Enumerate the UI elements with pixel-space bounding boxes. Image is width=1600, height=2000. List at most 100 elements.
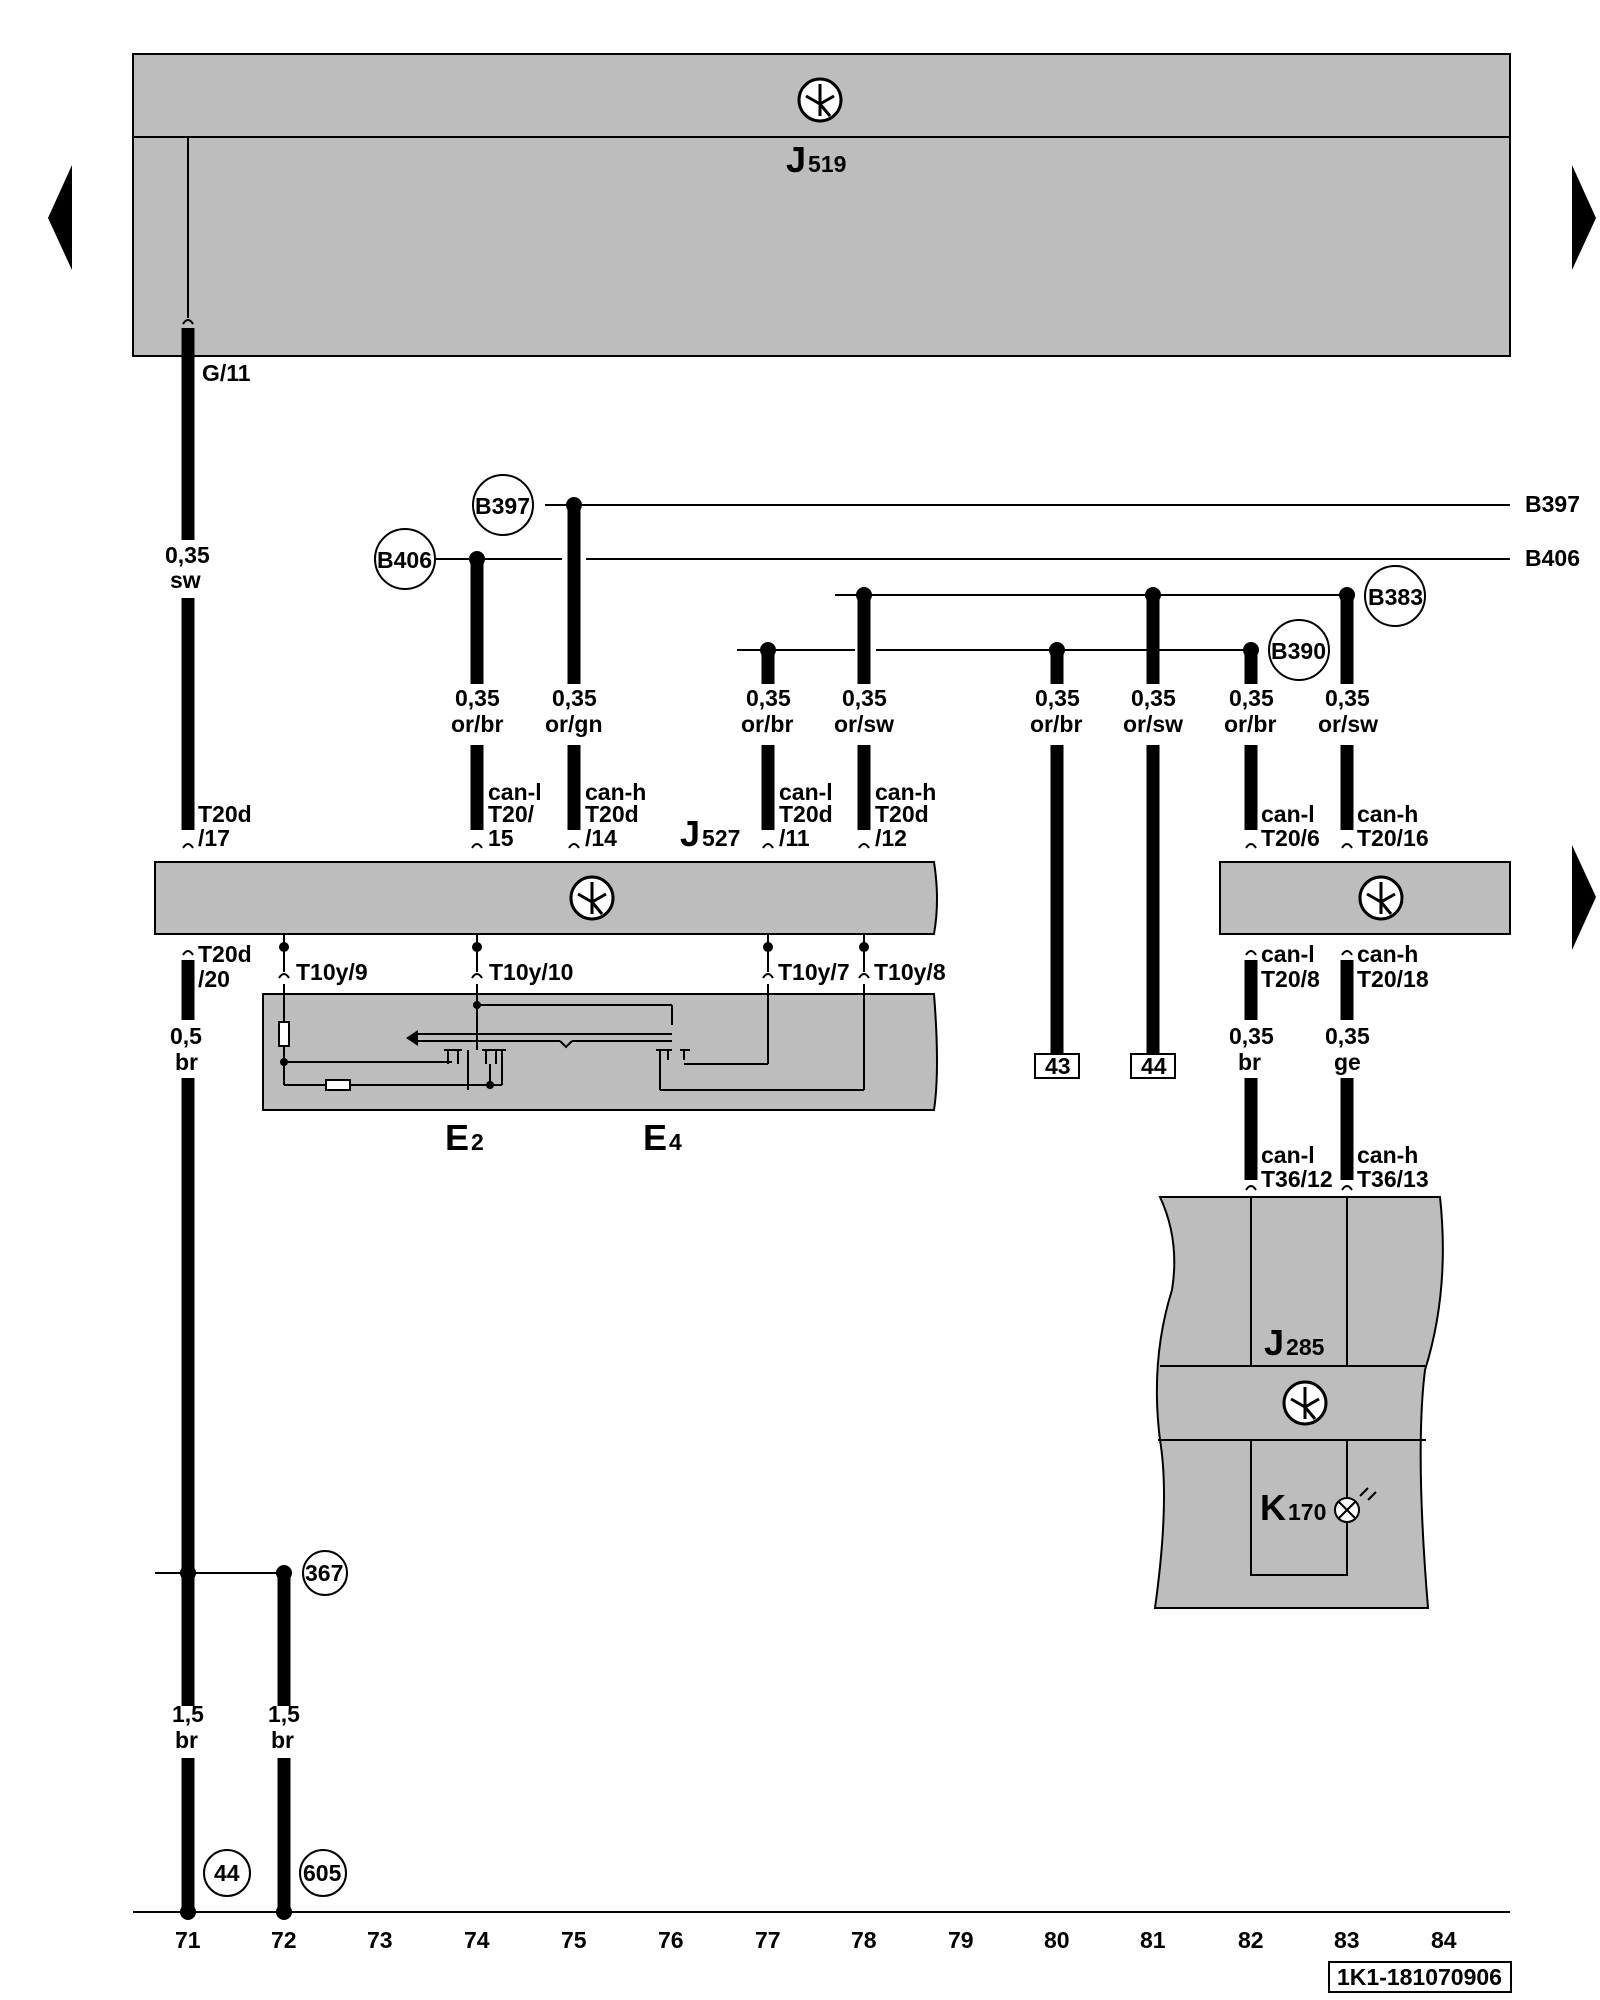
column-80: 80 bbox=[1044, 1927, 1070, 1953]
wire-83-color: or/sw bbox=[1318, 711, 1378, 737]
column-84: 84 bbox=[1431, 1927, 1457, 1953]
ref-367-circle[interactable] bbox=[302, 1550, 348, 1596]
j527-control-unit bbox=[154, 861, 938, 935]
column-numbers: 71 72 73 74 75 76 77 78 79 80 81 82 83 8… bbox=[175, 1927, 1457, 1953]
column-77: 77 bbox=[755, 1927, 781, 1953]
wire-83b-color: ge bbox=[1334, 1049, 1361, 1075]
wire-82-color: or/br bbox=[1224, 711, 1276, 737]
wire-71-color: sw bbox=[170, 567, 201, 593]
ref-605-label: 605 bbox=[303, 1860, 342, 1886]
wire-80-size: 0,35 bbox=[1035, 685, 1080, 711]
column-83: 83 bbox=[1334, 1927, 1360, 1953]
e2-label: E2 bbox=[445, 1117, 484, 1158]
pin-t20d11-conn: T20d bbox=[779, 801, 833, 827]
column-74: 74 bbox=[464, 1927, 490, 1953]
pin-t10y7: T10y/7 bbox=[778, 959, 850, 985]
switch-panel bbox=[262, 984, 938, 1111]
ref-44-circle[interactable] bbox=[203, 1849, 251, 1897]
wire-83-size: 0,35 bbox=[1325, 685, 1370, 711]
control-unit-icon bbox=[1358, 875, 1404, 921]
bus-b406-circle bbox=[374, 528, 436, 590]
wire-82b-size: 0,35 bbox=[1229, 1023, 1274, 1049]
pin-t36-12-conn: T36/12 bbox=[1261, 1166, 1333, 1192]
wire-71b-size: 0,5 bbox=[170, 1023, 202, 1049]
ref-367-label: 367 bbox=[305, 1560, 343, 1586]
pin-t10y8: T10y/8 bbox=[874, 959, 946, 985]
pin-t20-16-conn: T20/16 bbox=[1357, 825, 1429, 851]
pin-t20d14-conn: T20d bbox=[585, 801, 639, 827]
j285-connector-band bbox=[1219, 861, 1511, 935]
pin-t20-8-type: can-l bbox=[1261, 941, 1315, 967]
column-76: 76 bbox=[658, 1927, 684, 1953]
wire-75-size: 0,35 bbox=[552, 685, 597, 711]
e4-label: E4 bbox=[643, 1117, 682, 1158]
wire-78-color: or/sw bbox=[834, 711, 894, 737]
wire-72-color: br bbox=[271, 1727, 294, 1753]
ref-44-box-label: 44 bbox=[1141, 1053, 1167, 1079]
ref-43-box[interactable] bbox=[1034, 1053, 1080, 1079]
next-page-arrow[interactable] bbox=[1572, 165, 1596, 270]
switch-arrow-icon bbox=[406, 1030, 418, 1046]
pin-t20-18-type: can-h bbox=[1357, 941, 1418, 967]
pin-t20-6-type: can-l bbox=[1261, 801, 1315, 827]
pin-t20d12-type: can-h bbox=[875, 779, 936, 805]
ref-44-box[interactable] bbox=[1130, 1053, 1176, 1079]
pin-t20-15-num: 15 bbox=[488, 825, 514, 851]
ref-605-circle[interactable] bbox=[299, 1849, 347, 1897]
pin-t20d14-num: /14 bbox=[585, 825, 617, 851]
k170-label: K170 bbox=[1260, 1487, 1326, 1528]
pin-t36-13-conn: T36/13 bbox=[1357, 1166, 1429, 1192]
continue-arrow[interactable] bbox=[1572, 845, 1596, 950]
pin-t20-6-conn: T20/6 bbox=[1261, 825, 1320, 851]
t10y-connectors: T10y/9 T10y/10 T10y/7 T10y/8 bbox=[278, 934, 946, 985]
pin-t20d12-conn: T20d bbox=[875, 801, 929, 827]
wire-77-color: or/br bbox=[741, 711, 793, 737]
wire-81-color: or/sw bbox=[1123, 711, 1183, 737]
pin-t20d12-num: /12 bbox=[875, 825, 907, 851]
pin-g11: G/11 bbox=[202, 360, 251, 386]
pin-t20-16-type: can-h bbox=[1357, 801, 1418, 827]
bus-b383-circle bbox=[1364, 565, 1426, 627]
control-unit-icon bbox=[1282, 1380, 1328, 1426]
pin-t36-13-type: can-h bbox=[1357, 1142, 1418, 1168]
column-71: 71 bbox=[175, 1927, 201, 1953]
j285-instrument-cluster bbox=[1153, 1196, 1444, 1609]
pin-t10y9: T10y/9 bbox=[296, 959, 368, 985]
bus-b383-label: B383 bbox=[1368, 584, 1423, 610]
control-unit-icon bbox=[797, 77, 843, 123]
pin-t20-18-conn: T20/18 bbox=[1357, 966, 1429, 992]
diagram-id-box bbox=[1328, 1961, 1512, 1993]
pin-t20d14-type: can-h bbox=[585, 779, 646, 805]
column-73: 73 bbox=[367, 1927, 393, 1953]
bus-b397-label: B397 bbox=[475, 493, 530, 519]
wire-71c-color: br bbox=[175, 1727, 198, 1753]
bus-b390-circle bbox=[1268, 619, 1330, 681]
wire-74-size: 0,35 bbox=[455, 685, 500, 711]
wire-74-color: or/br bbox=[451, 711, 503, 737]
wire-71b-color: br bbox=[175, 1049, 198, 1075]
wire-81-size: 0,35 bbox=[1131, 685, 1176, 711]
wire-80-color: or/br bbox=[1030, 711, 1082, 737]
column-72: 72 bbox=[271, 1927, 297, 1953]
bus-b406-right: B406 bbox=[1525, 545, 1580, 571]
wire-78-size: 0,35 bbox=[842, 685, 887, 711]
j519-control-unit: J519 bbox=[132, 53, 1511, 357]
column-81: 81 bbox=[1140, 1927, 1166, 1953]
wire-83b-size: 0,35 bbox=[1325, 1023, 1370, 1049]
pin-t20d20-conn: T20d bbox=[198, 941, 252, 967]
column-79: 79 bbox=[948, 1927, 974, 1953]
pin-t20-8-conn: T20/8 bbox=[1261, 966, 1320, 992]
pin-t20d17-num: /17 bbox=[198, 825, 230, 851]
bus-b406-label: B406 bbox=[377, 547, 432, 573]
control-unit-icon bbox=[569, 875, 615, 921]
previous-page-arrow[interactable] bbox=[48, 165, 72, 270]
j519-label: J519 bbox=[786, 139, 846, 180]
bus-b390-label: B390 bbox=[1271, 638, 1326, 664]
column-75: 75 bbox=[561, 1927, 587, 1953]
pin-t20-15-type: can-l bbox=[488, 779, 542, 805]
wire-75-color: or/gn bbox=[545, 711, 603, 737]
pin-t20d17: T20d bbox=[198, 801, 252, 827]
wire-72-size: 1,5 bbox=[268, 1701, 300, 1727]
wire-82b-color: br bbox=[1238, 1049, 1261, 1075]
